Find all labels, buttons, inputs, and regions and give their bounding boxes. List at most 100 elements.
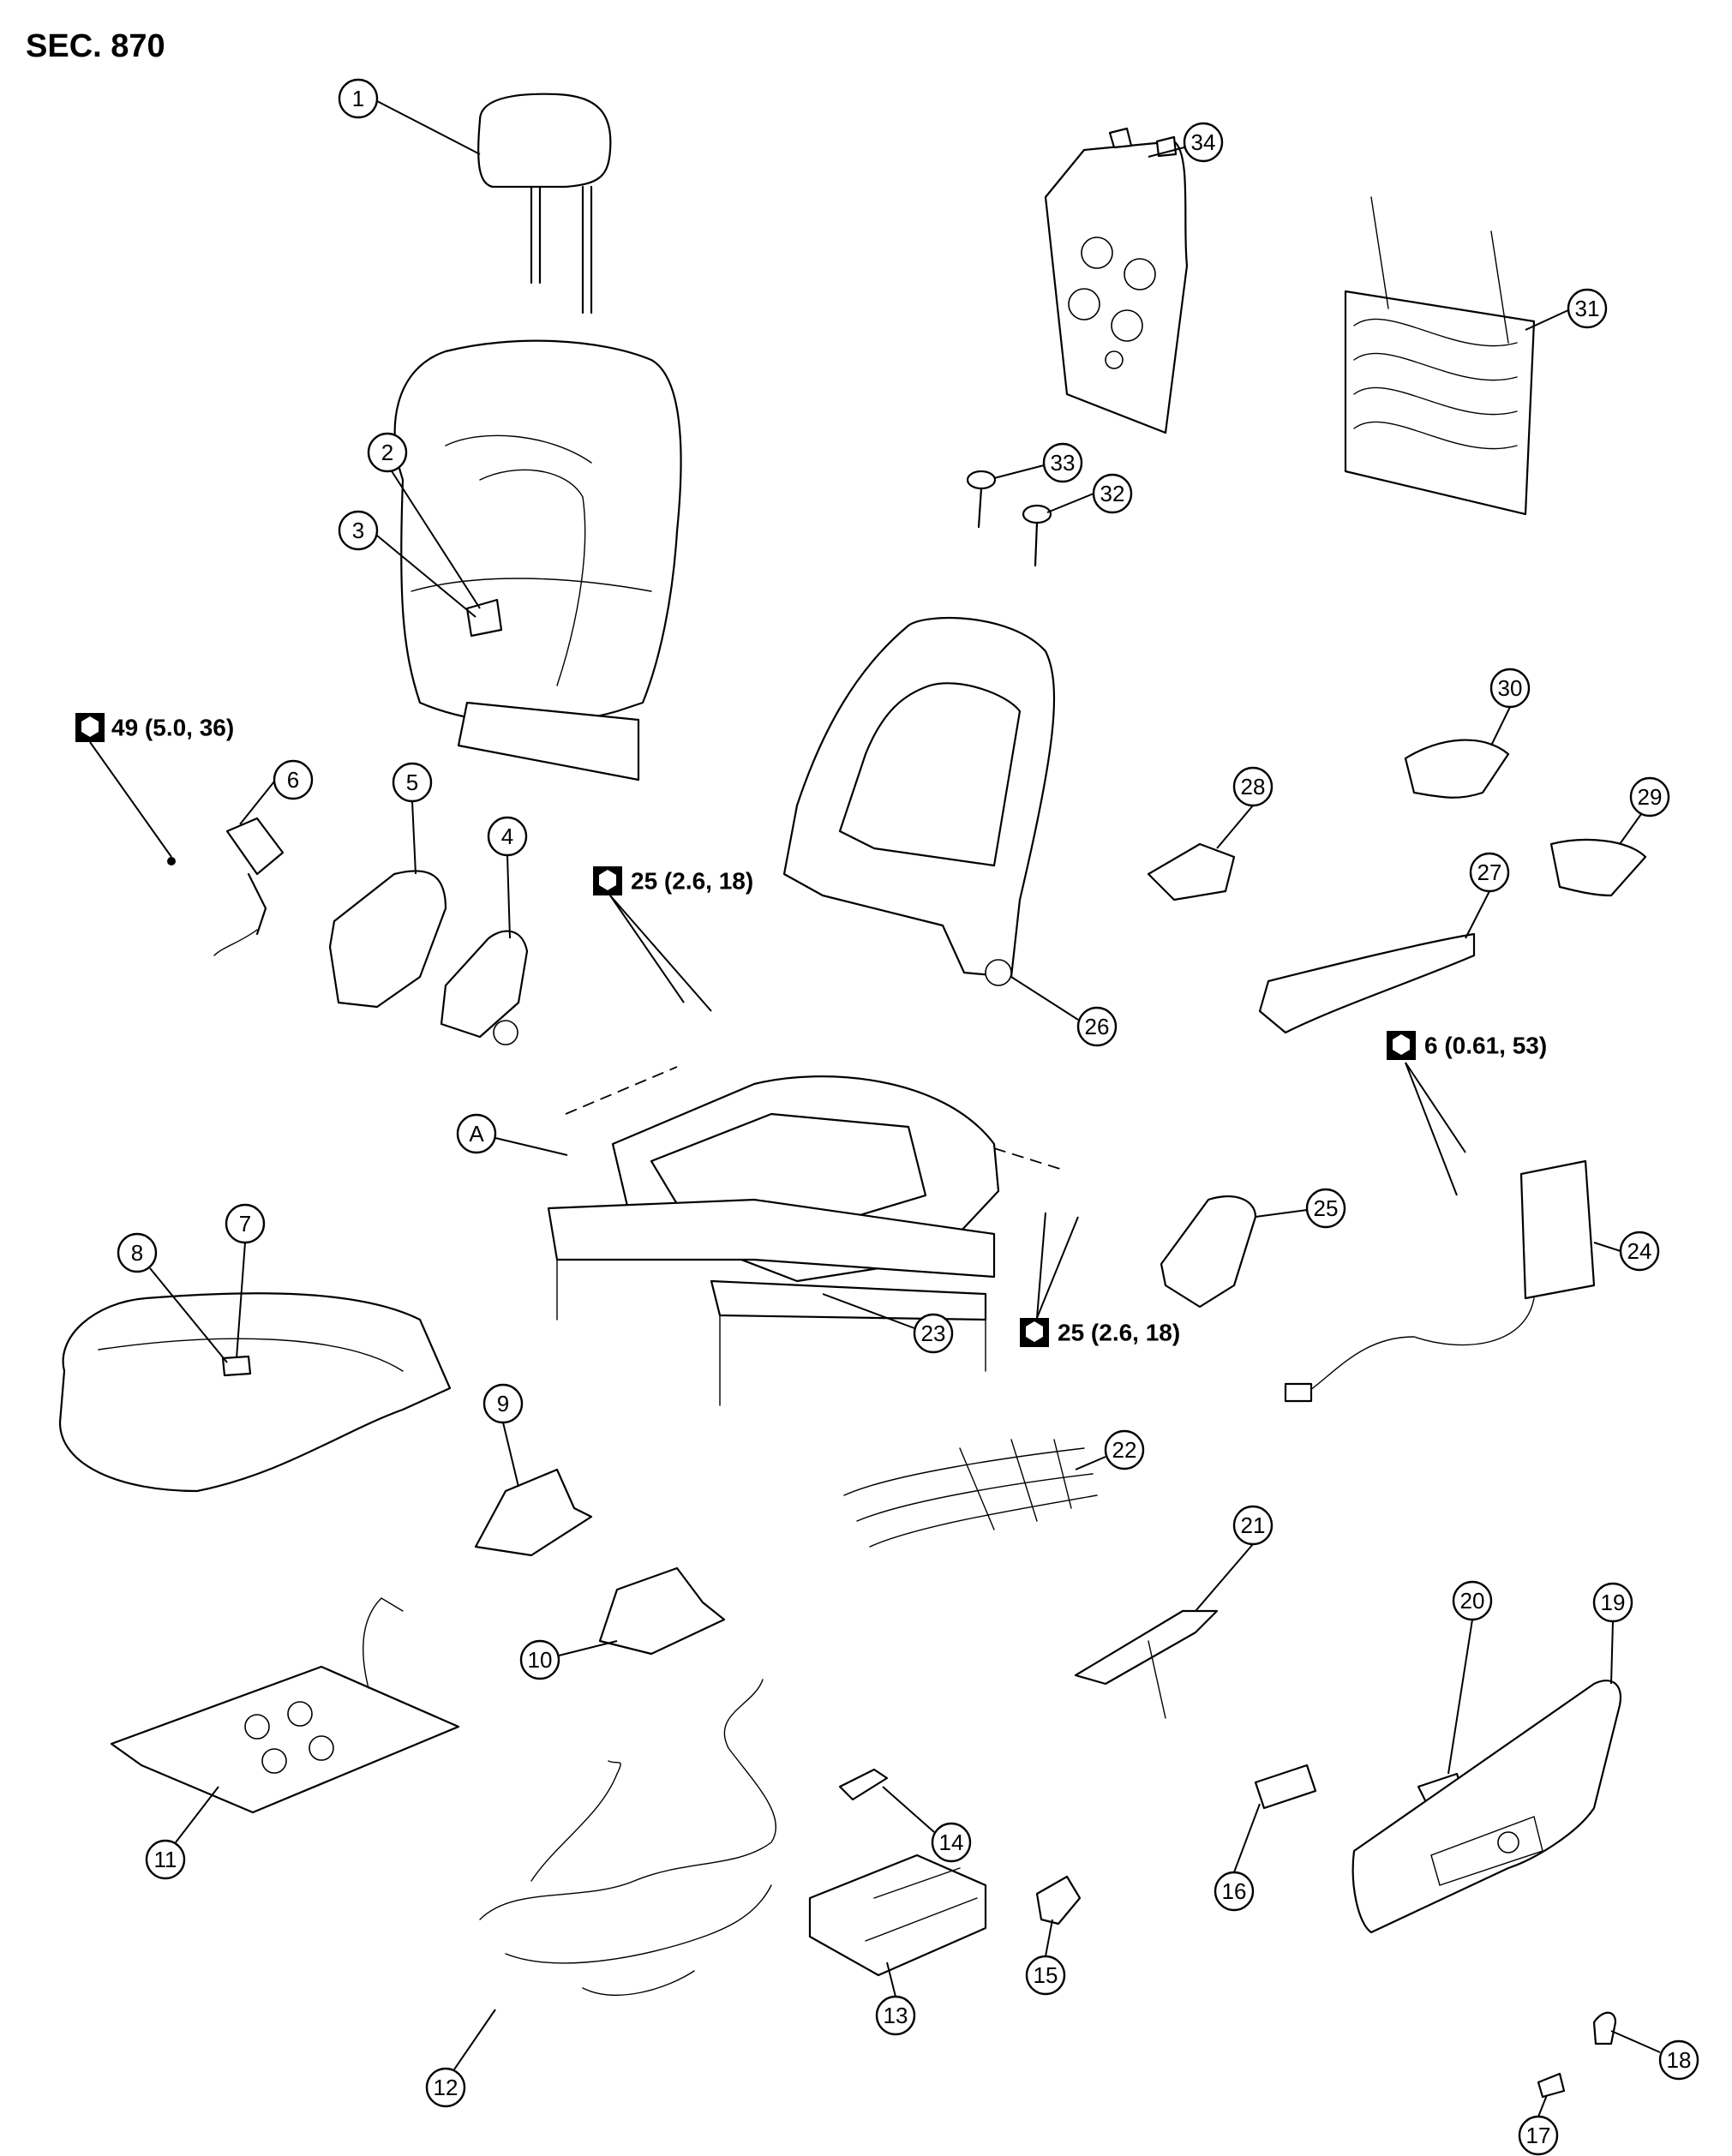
callout-30: 30	[1489, 668, 1531, 746]
callout-27: 27	[1465, 852, 1510, 939]
callout-2: 2	[367, 432, 481, 609]
svg-text:25: 25	[1314, 1195, 1339, 1221]
headrest-guides	[966, 470, 1052, 567]
svg-text:13: 13	[884, 2003, 908, 2028]
switch-knobs	[1537, 2011, 1617, 2099]
callout-16: 16	[1214, 1803, 1261, 1912]
svg-text:8: 8	[131, 1240, 143, 1266]
torque-spec-belt-buckle: 49 (5.0, 36)	[75, 713, 234, 858]
tightening-torque-icon	[1020, 1318, 1049, 1347]
torque-value: 25 (2.6, 18)	[631, 868, 753, 895]
callout-11: 11	[145, 1786, 219, 1880]
recliner-covers	[1147, 739, 1647, 1034]
side-airbag-module	[1284, 1159, 1596, 1403]
svg-text:16: 16	[1222, 1878, 1247, 1904]
svg-text:33: 33	[1051, 450, 1076, 476]
svg-text:31: 31	[1575, 296, 1600, 321]
torque-value: 49 (5.0, 36)	[111, 715, 234, 741]
svg-text:10: 10	[528, 1647, 553, 1673]
callout-31: 31	[1525, 288, 1608, 331]
svg-text:24: 24	[1627, 1238, 1652, 1264]
svg-text:4: 4	[501, 823, 513, 849]
seat-side-finisher	[1351, 1680, 1622, 1934]
callout-12: 12	[425, 2009, 496, 2108]
callout-24: 24	[1593, 1231, 1660, 1272]
callout-10: 10	[519, 1639, 618, 1680]
seat-belt-buckle	[167, 817, 285, 956]
svg-text:32: 32	[1100, 481, 1125, 506]
callout-5: 5	[392, 762, 433, 875]
svg-text:27: 27	[1477, 859, 1502, 885]
torque-spec-frame-front: 25 (2.6, 18)	[593, 866, 753, 1012]
svg-text:5: 5	[406, 770, 418, 795]
svg-text:19: 19	[1601, 1590, 1626, 1615]
svg-text:7: 7	[239, 1211, 251, 1237]
seatback-spring	[1344, 196, 1536, 516]
callout-34: 34	[1148, 122, 1224, 163]
callout-28: 28	[1216, 766, 1274, 849]
callout-32: 32	[1046, 473, 1133, 514]
callout-3: 3	[338, 510, 476, 618]
svg-text:3: 3	[352, 518, 364, 543]
svg-text:21: 21	[1241, 1512, 1266, 1538]
svg-text:18: 18	[1667, 2047, 1692, 2073]
headrest	[477, 93, 612, 314]
torque-spec-frame-rear: 25 (2.6, 18)	[1020, 1212, 1180, 1347]
svg-text:14: 14	[939, 1830, 964, 1855]
harness-clip	[838, 1768, 889, 1801]
callout-21: 21	[1195, 1505, 1274, 1612]
seatback-assembly	[393, 339, 682, 782]
callout-a: A	[456, 1113, 568, 1156]
callout-20: 20	[1447, 1580, 1493, 1775]
svg-text:A: A	[469, 1121, 484, 1147]
callout-15: 15	[1025, 1919, 1066, 1996]
callout-33: 33	[993, 442, 1083, 483]
tightening-torque-icon	[75, 713, 105, 742]
callout-4: 4	[487, 816, 528, 939]
tightening-torque-icon	[593, 866, 622, 895]
callout-6: 6	[239, 759, 314, 825]
harness-bracket	[1035, 1875, 1082, 1925]
seat-wiring-harness	[479, 1679, 777, 1996]
callout-23: 23	[822, 1293, 954, 1354]
seat-cushion-springs	[843, 1439, 1098, 1548]
svg-text:17: 17	[1526, 2123, 1551, 2148]
callout-29: 29	[1619, 776, 1670, 845]
callout-17: 17	[1518, 2094, 1559, 2156]
svg-text:30: 30	[1498, 675, 1523, 701]
callout-19: 19	[1592, 1582, 1633, 1685]
seatback-board	[1044, 127, 1189, 434]
svg-text:29: 29	[1638, 784, 1663, 810]
callout-7: 7	[225, 1203, 266, 1359]
torque-value: 6 (0.61, 53)	[1424, 1033, 1547, 1059]
cushion-pad-supports	[474, 1468, 726, 1656]
svg-text:2: 2	[381, 440, 393, 465]
seat-cushion-assembly	[58, 1292, 452, 1493]
frame-side-covers	[328, 870, 529, 1045]
svg-text:34: 34	[1191, 129, 1216, 155]
svg-text:11: 11	[154, 1847, 177, 1872]
adjuster-link	[1074, 1609, 1219, 1719]
callout-26: 26	[1010, 976, 1118, 1047]
svg-text:26: 26	[1085, 1014, 1110, 1039]
callout-25: 25	[1255, 1188, 1346, 1229]
callout-18: 18	[1610, 2030, 1699, 2081]
seat-heater-unit	[110, 1597, 460, 1814]
svg-text:22: 22	[1112, 1437, 1137, 1463]
svg-text:15: 15	[1034, 1962, 1058, 1988]
seatback-frame	[782, 616, 1056, 986]
svg-text:1: 1	[352, 86, 364, 111]
callout-8: 8	[117, 1232, 228, 1363]
svg-text:28: 28	[1241, 774, 1266, 800]
callout-9: 9	[482, 1383, 524, 1488]
torque-spec-side-airbag: 6 (0.61, 53)	[1387, 1031, 1547, 1196]
svg-text:23: 23	[921, 1321, 946, 1346]
seat-control-unit-bracket	[808, 1854, 987, 1977]
svg-text:20: 20	[1460, 1588, 1485, 1614]
callout-1: 1	[338, 78, 481, 155]
section-title: SEC. 870	[26, 28, 165, 64]
power-seat-switch	[1254, 1764, 1317, 1810]
callout-13: 13	[875, 1961, 916, 2036]
torque-value: 25 (2.6, 18)	[1058, 1320, 1180, 1346]
